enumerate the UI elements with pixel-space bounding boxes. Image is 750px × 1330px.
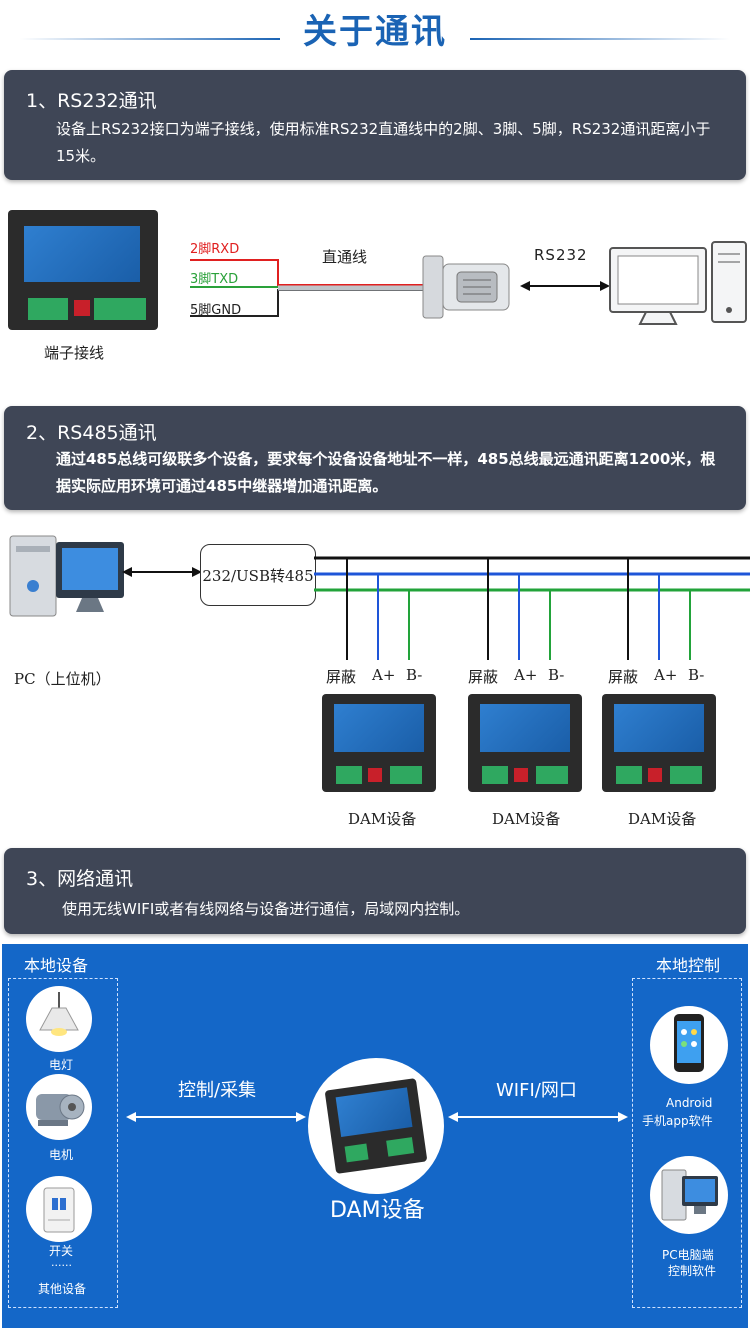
pin-rxd-label: 2脚RXD <box>190 242 240 257</box>
pc-link-arrow-icon <box>122 567 202 577</box>
section3-description: 使用无线WIFI或者有线网络与设备进行通信，局域网内控制。 <box>62 900 470 918</box>
section1-banner: 1、RS232通讯 设备上RS232接口为端子接线，使用标准RS232直通线中的… <box>4 70 746 180</box>
shield-label: 屏蔽 <box>326 668 357 686</box>
title-left-rule <box>20 38 280 40</box>
dam-device-icon <box>308 1058 444 1194</box>
dam-device <box>322 694 436 792</box>
rs485-bus <box>314 556 750 660</box>
cable-label: 直通线 <box>322 248 368 266</box>
section3-heading: 3、网络通讯 <box>26 868 134 890</box>
section2-heading: 2、RS485通讯 <box>26 422 157 444</box>
pc-icon <box>9 535 124 617</box>
phone-icon <box>650 1006 728 1084</box>
rs232-link-label: RS232 <box>534 246 588 264</box>
local-devices-title: 本地设备 <box>24 956 89 975</box>
left-arrow-label: 控制/采集 <box>178 1080 257 1101</box>
a-plus-label: A+ <box>514 666 538 684</box>
right-arrow-label: WIFI/网口 <box>496 1080 577 1101</box>
double-arrow-icon <box>520 281 610 291</box>
a-plus-label: A+ <box>654 666 678 684</box>
a-plus-label: A+ <box>372 666 396 684</box>
right-double-arrow-icon <box>448 1112 628 1122</box>
section2-banner: 2、RS485通讯 通过485总线可级联多个设备，要求每个设备设备地址不一样，4… <box>4 406 746 510</box>
lamp-icon <box>26 986 92 1052</box>
network-diagram: 本地设备 电灯 电机 开关 ...... 其他设备 控制/采集 DAM设备 WI… <box>2 944 748 1328</box>
right-item-line2: 手机app软件 <box>642 1114 713 1128</box>
left-item-label: 电灯 <box>49 1058 74 1072</box>
switch-icon <box>26 1176 92 1242</box>
section2-description: 通过485总线可级联多个设备，要求每个设备设备地址不一样，485总线最远通讯距离… <box>56 450 716 495</box>
pin-gnd-label: 5脚GND <box>190 303 242 318</box>
local-control-group <box>632 978 742 1308</box>
section3-banner: 3、网络通讯 使用无线WIFI或者有线网络与设备进行通信，局域网内控制。 <box>4 848 746 934</box>
db9-connector-icon <box>422 255 510 319</box>
center-device-label: DAM设备 <box>330 1198 425 1223</box>
dam-device <box>468 694 582 792</box>
rs232-controller-device <box>8 210 158 330</box>
computer-icon <box>609 241 747 325</box>
device-caption: 端子接线 <box>44 344 105 362</box>
title-right-rule <box>470 38 730 40</box>
dam-device-label: DAM设备 <box>492 810 561 828</box>
pc-control-icon <box>650 1156 728 1234</box>
dam-device <box>602 694 716 792</box>
section1-description: 设备上RS232接口为端子接线，使用标准RS232直通线中的2脚、3脚、5脚，R… <box>56 120 711 165</box>
shield-label: 屏蔽 <box>468 668 499 686</box>
dam-device-label: DAM设备 <box>348 810 417 828</box>
local-control-title: 本地控制 <box>656 956 721 975</box>
terminal-block <box>28 298 68 320</box>
b-minus-label: B- <box>406 666 423 684</box>
more-dots: ...... <box>51 1256 72 1269</box>
page-title: 关于通讯 <box>303 12 447 52</box>
rs232-wiring <box>190 259 430 317</box>
b-minus-label: B- <box>688 666 705 684</box>
converter-box: 232/USB转485 <box>200 544 316 606</box>
pin-txd-label: 3脚TXD <box>190 272 239 287</box>
converter-label: 232/USB转485 <box>202 567 314 585</box>
device-front-panel <box>24 226 140 282</box>
terminal-block <box>94 298 146 320</box>
dip-switch <box>74 300 90 316</box>
motor-icon <box>26 1074 92 1140</box>
right-item-line1: Android <box>666 1096 713 1110</box>
section1-heading: 1、RS232通讯 <box>26 90 157 112</box>
right-item-line2: 控制软件 <box>668 1264 717 1278</box>
local-devices-group <box>8 978 118 1308</box>
left-double-arrow-icon <box>126 1112 306 1122</box>
rxd-wire <box>190 259 430 286</box>
pc-label: PC（上位机） <box>14 670 111 688</box>
left-item-label: 开关 <box>49 1244 74 1258</box>
b-minus-label: B- <box>548 666 565 684</box>
left-item-label: 电机 <box>49 1148 74 1162</box>
dam-device-label: DAM设备 <box>628 810 697 828</box>
left-item-label: 其他设备 <box>38 1282 87 1296</box>
right-item-line1: PC电脑端 <box>662 1248 714 1262</box>
shield-label: 屏蔽 <box>608 668 639 686</box>
page-header: 关于通讯 <box>0 0 750 58</box>
